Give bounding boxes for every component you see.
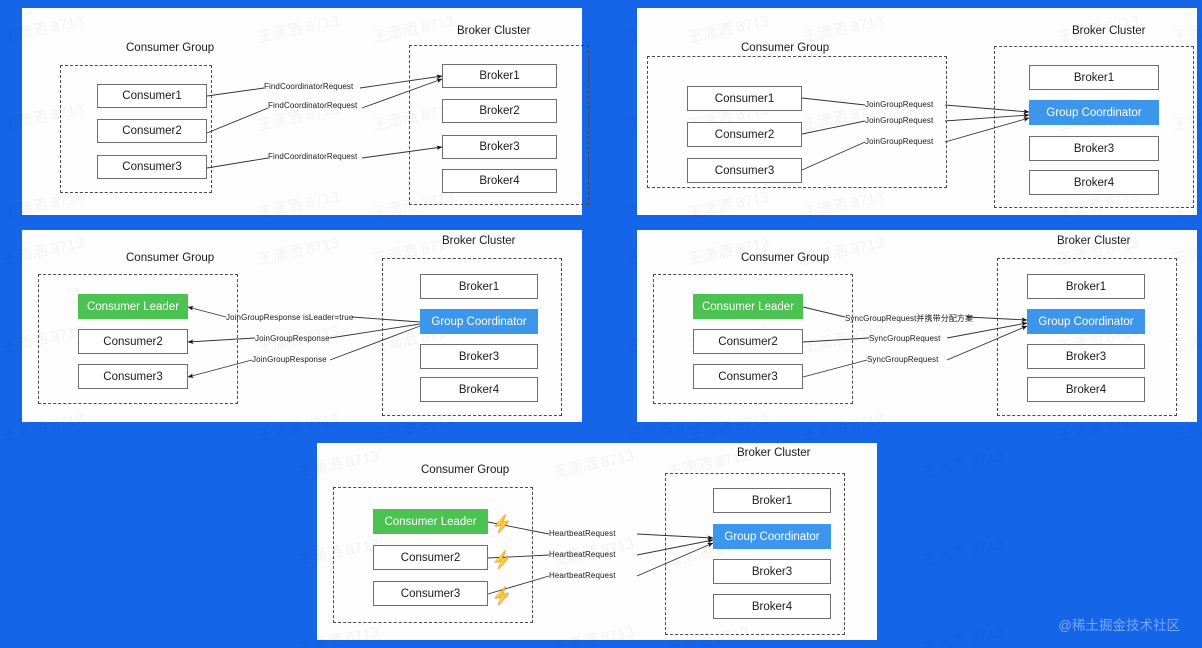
message-label-2: SyncGroupRequest [869,334,941,343]
broker-cluster-label: Broker Cluster [457,25,531,37]
group-coordinator-node[interactable]: Group Coordinator [420,309,538,334]
consumer-node-1[interactable]: Consumer Leader [78,294,188,319]
broker-node-1[interactable]: Broker1 [442,64,557,88]
consumer-group-label: Consumer Group [421,464,510,476]
broker-node-3[interactable]: Broker3 [442,135,557,159]
panel-sync-group-request: 王潇洒 8713王潇洒 8713王潇洒 8713王潇洒 8713王潇洒 8713… [637,230,1202,444]
broker-node-3[interactable]: Broker3 [420,344,538,369]
watermark-text: 王潇洒 8713 [921,621,1006,648]
broker-node-4[interactable]: Broker4 [1027,377,1145,402]
broker-node-1[interactable]: Broker1 [420,274,538,299]
broker-node-1[interactable]: Broker1 [713,488,831,513]
message-label-2: JoinGroupResponse [255,334,330,343]
watermark-text: 王潇洒 8713 [256,232,341,270]
watermark-text: 王潇洒 8713 [801,408,886,446]
watermark-text: 王潇洒 8713 [551,445,636,483]
group-coordinator-node[interactable]: Group Coordinator [1027,309,1145,334]
message-label-2: FindCoordinatorRequest [268,101,358,110]
panel-join-group-request: 王潇洒 8713王潇洒 8713王潇洒 8713王潇洒 8713王潇洒 8713… [637,8,1202,222]
broker-cluster-label: Broker Cluster [1072,25,1146,37]
watermark-text: 王潇洒 8713 [1,232,86,270]
consumer-node-1[interactable]: Consumer Leader [693,294,803,319]
message-label-3: FindCoordinatorRequest [268,152,358,161]
watermark-text: 王潇洒 8713 [686,408,771,446]
watermark-text: 王潇洒 8713 [686,186,771,224]
consumer-node-3[interactable]: Consumer3 [693,364,803,389]
group-coordinator-node[interactable]: Group Coordinator [1029,100,1159,125]
consumer-node-1[interactable]: Consumer1 [687,86,802,111]
message-label-1: FindCoordinatorRequest [264,82,354,91]
message-label-3: JoinGroupResponse [252,355,327,364]
watermark-text: 王潇洒 8713 [1171,10,1202,48]
panel-join-group-response: 王潇洒 8713王潇洒 8713王潇洒 8713王潇洒 8713王潇洒 8713… [1,230,711,444]
broker-node-1[interactable]: Broker1 [1027,274,1145,299]
watermark-text: 王潇洒 8713 [1,10,86,48]
consumer-node-3[interactable]: Consumer3 [373,581,488,606]
broker-node-3[interactable]: Broker3 [1029,136,1159,161]
consumer-node-2[interactable]: Consumer2 [78,329,188,354]
broker-node-2[interactable]: Broker2 [442,99,557,123]
watermark-text: 王潇洒 8713 [256,10,341,48]
message-label-2: JoinGroupRequest [865,116,934,125]
message-label-1: JoinGroupResponse isLeader=true [226,313,354,322]
watermark-text: 王潇洒 8713 [1,408,86,446]
watermark-text: 王潇洒 8713 [921,533,1006,571]
message-label-3: JoinGroupRequest [865,137,934,146]
broker-cluster-label: Broker Cluster [442,235,516,247]
message-label-1: JoinGroupRequest [865,100,934,109]
consumer-node-1[interactable]: Consumer Leader [373,509,488,534]
broker-node-4[interactable]: Broker4 [713,594,831,619]
broker-node-4[interactable]: Broker4 [442,169,557,193]
consumer-node-3[interactable]: Consumer3 [97,155,207,179]
panel-heartbeat: 王潇洒 8713 王潇洒 8713 王潇洒 8713 王潇洒 8713 王潇洒 8713… [296,443,1006,648]
message-label-1: HeartbeatRequest [549,529,616,538]
lightning-bolt-icon: ⚡ [490,549,515,572]
broker-node-4[interactable]: Broker4 [420,377,538,402]
message-label-3: HeartbeatRequest [549,571,616,580]
consumer-group-label: Consumer Group [741,252,830,264]
consumer-group-label: Consumer Group [741,42,830,54]
consumer-node-3[interactable]: Consumer3 [78,364,188,389]
message-label-2: HeartbeatRequest [549,550,616,559]
message-label-1: SyncGroupRequest并携带分配方案 [845,314,974,323]
panel-find-coordinator: 王潇洒 8713王潇洒 8713王潇洒 8713王潇洒 8713王潇洒 8713… [1,8,711,222]
consumer-node-3[interactable]: Consumer3 [687,158,802,183]
watermark-text: 王潇洒 8713 [296,621,381,648]
consumer-node-2[interactable]: Consumer2 [687,122,802,147]
broker-cluster-boundary [409,45,589,205]
watermark-text: 王潇洒 8713 [551,621,636,648]
consumer-group-label: Consumer Group [126,252,215,264]
watermark-text: 王潇洒 8713 [256,408,341,446]
consumer-node-2[interactable]: Consumer2 [373,545,488,570]
watermark-text: 王潇洒 8713 [801,186,886,224]
lightning-bolt-icon: ⚡ [490,513,515,536]
watermark-text: 王潇洒 8713 [921,445,1006,483]
broker-node-3[interactable]: Broker3 [713,559,831,584]
consumer-node-2[interactable]: Consumer2 [97,119,207,143]
consumer-group-label: Consumer Group [126,42,215,54]
watermark-text: 王潇洒 8713 [371,10,456,48]
watermark-text: 王潇洒 8713 [296,445,381,483]
broker-node-4[interactable]: Broker4 [1029,170,1159,195]
lightning-bolt-icon: ⚡ [490,585,515,608]
consumer-node-1[interactable]: Consumer1 [97,84,207,108]
group-coordinator-node[interactable]: Group Coordinator [713,524,831,549]
message-label-3: SyncGroupRequest [867,355,939,364]
broker-node-3[interactable]: Broker3 [1027,344,1145,369]
watermark-text: 王潇洒 8713 [256,186,341,224]
broker-cluster-label: Broker Cluster [737,447,811,459]
broker-node-1[interactable]: Broker1 [1029,65,1159,90]
site-credit-watermark: @稀土掘金技术社区 [1058,618,1180,633]
broker-cluster-label: Broker Cluster [1057,235,1131,247]
consumer-node-2[interactable]: Consumer2 [693,329,803,354]
